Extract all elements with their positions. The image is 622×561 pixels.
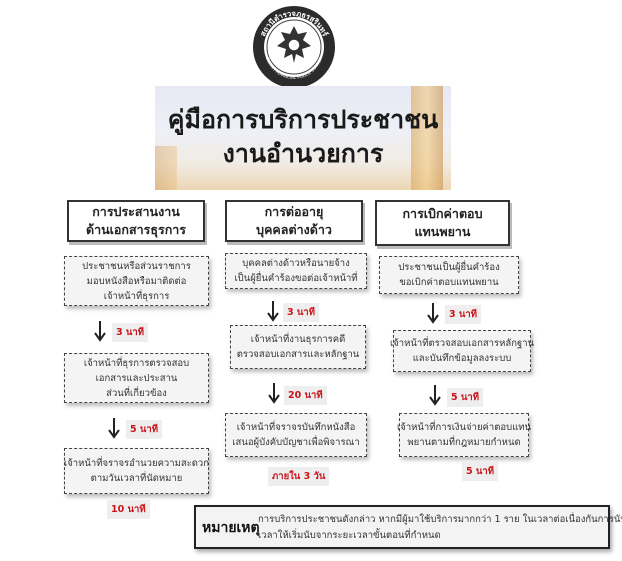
step-case-clerk-check: เจ้าหน้าที่งานธุรการคดี ตรวจสอบเอกสารและ… <box>230 325 366 369</box>
time-badge: ภายใน 3 วัน <box>268 467 330 486</box>
time-badge: 5 นาที <box>462 462 499 481</box>
page-subtitle: งานอำนวยการ <box>222 139 384 168</box>
step-text-line: เจ้าหน้าที่การเงินจ่ายค่าตอบแทน <box>397 422 532 433</box>
column-header-line1: การต่ออายุ <box>264 204 324 219</box>
down-arrow-icon <box>268 383 280 404</box>
remark-box: หมายเหตุ การบริการประชาชนดังกล่าว หากมีผ… <box>194 505 622 549</box>
step-check-documents: เจ้าหน้าที่ธุรการตรวจสอบ เอกสารและประสาน… <box>64 353 209 403</box>
time-badge: 5 นาที <box>126 420 163 439</box>
time-badge: 5 นาที <box>447 388 484 407</box>
step-text-line: พยานตามที่กฎหมายกำหนด <box>407 437 521 448</box>
time-badge: 3 นาที <box>445 305 482 324</box>
step-text-line: เจ้าหน้าที่ธุรการ <box>103 290 170 302</box>
step-text-line: ตรวจสอบเอกสารและหลักฐาน <box>236 349 360 360</box>
time-badge: 3 นาที <box>112 323 149 342</box>
column-header-foreigner-renewal: การต่ออายุ บุคคลต่างด้าว <box>225 200 363 242</box>
step-verify-evidence: เจ้าหน้าที่ตรวจสอบเอกสารหลักฐาน และบันทึ… <box>389 330 535 372</box>
step-text-line: ตามวันเวลาที่นัดหมาย <box>90 473 183 484</box>
down-arrow-icon <box>108 418 120 439</box>
column-header-line1: การเบิกค่าตอบ <box>402 206 483 221</box>
step-text-line: ประชาชนหรือส่วนราชการ <box>82 260 191 272</box>
column-header-line1: การประสานงาน <box>92 204 180 219</box>
police-emblem-logo: สถานีตำรวจภูธรสุรินทร์ SURIN PROVINCIAL … <box>253 6 335 88</box>
step-text-line: ส่วนที่เกี่ยวข้อง <box>106 387 167 399</box>
column-header-line2: แทนพยาน <box>414 224 471 239</box>
step-text-line: เจ้าหน้าที่ตรวจสอบเอกสารหลักฐาน <box>389 338 535 349</box>
time-badge: 3 นาที <box>283 303 320 322</box>
remark-text: การบริการประชาชนดังกล่าว หากมีผู้มาใช้บร… <box>258 512 622 544</box>
time-badge: 20 นาที <box>284 386 327 405</box>
step-text-line: ขอเบิกค่าตอบแทนพยาน <box>399 277 499 288</box>
step-text-line: เจ้าหน้าที่งานธุรการคดี <box>250 334 346 345</box>
page-title: คู่มือการบริการประชาชน <box>167 105 439 134</box>
down-arrow-icon <box>427 303 439 324</box>
step-text-line: เสนอผู้บังคับบัญชาเพื่อพิจารณา <box>232 437 360 448</box>
step-text-line: เจ้าหน้าที่ธุรการตรวจสอบ <box>83 357 190 369</box>
step-text-line: เป็นผู้ยื่นคำร้องขอต่อเจ้าหน้าที่ <box>234 273 358 284</box>
step-text-line: บุคคลต่างด้าวหรือนายจ้าง <box>242 258 350 269</box>
down-arrow-icon <box>429 385 441 406</box>
temple-silhouette-left <box>155 146 177 190</box>
step-finance-pay-witness: เจ้าหน้าที่การเงินจ่ายค่าตอบแทน พยานตามท… <box>397 413 532 457</box>
column-header-witness-compensation: การเบิกค่าตอบ แทนพยาน <box>375 200 510 246</box>
step-text-line: เจ้าหน้าที่จราจรอำนวยความสะดวก <box>63 458 210 469</box>
column-header-line2: บุคคลต่างด้าว <box>256 222 332 237</box>
remark-label: หมายเหตุ <box>202 520 260 536</box>
time-badge: 10 นาที <box>107 500 150 519</box>
step-text-line: และบันทึกข้อมูลลงระบบ <box>412 353 512 364</box>
down-arrow-icon <box>267 301 279 322</box>
remark-line: เวลาให้เริ่มนับจากระยะเวลาขั้นตอนที่กำหน… <box>258 530 441 541</box>
step-citizen-submit-document: ประชาชนหรือส่วนราชการ มอบหนังสือหรือมาติ… <box>64 256 209 306</box>
down-arrow-icon <box>94 321 106 342</box>
step-text-line: มอบหนังสือหรือมาติดต่อ <box>86 275 187 287</box>
temple-tower-image <box>411 86 443 190</box>
step-citizen-request-compensation: ประชาชนเป็นผู้ยื่นคำร้อง ขอเบิกค่าตอบแทน… <box>379 256 519 294</box>
step-foreigner-submit-request: บุคคลต่างด้าวหรือนายจ้าง เป็นผู้ยื่นคำร้… <box>225 253 367 289</box>
column-header-document-coordination: การประสานงาน ด้านเอกสารธุรการ <box>67 200 205 242</box>
step-text-line: เอกสารและประสาน <box>95 372 178 384</box>
step-record-and-propose: เจ้าหน้าที่จราจรบันทึกหนังสือ เสนอผู้บัง… <box>225 413 367 457</box>
step-text-line: เจ้าหน้าที่จราจรบันทึกหนังสือ <box>236 422 356 433</box>
remark-line: การบริการประชาชนดังกล่าว หากมีผู้มาใช้บร… <box>258 514 622 525</box>
step-facilitate-appointment: เจ้าหน้าที่จราจรอำนวยความสะดวก ตามวันเวล… <box>64 448 209 494</box>
step-text-line: ประชาชนเป็นผู้ยื่นคำร้อง <box>398 262 500 273</box>
column-header-line2: ด้านเอกสารธุรการ <box>85 222 187 237</box>
title-banner: คู่มือการบริการประชาชน งานอำนวยการ <box>155 86 451 190</box>
